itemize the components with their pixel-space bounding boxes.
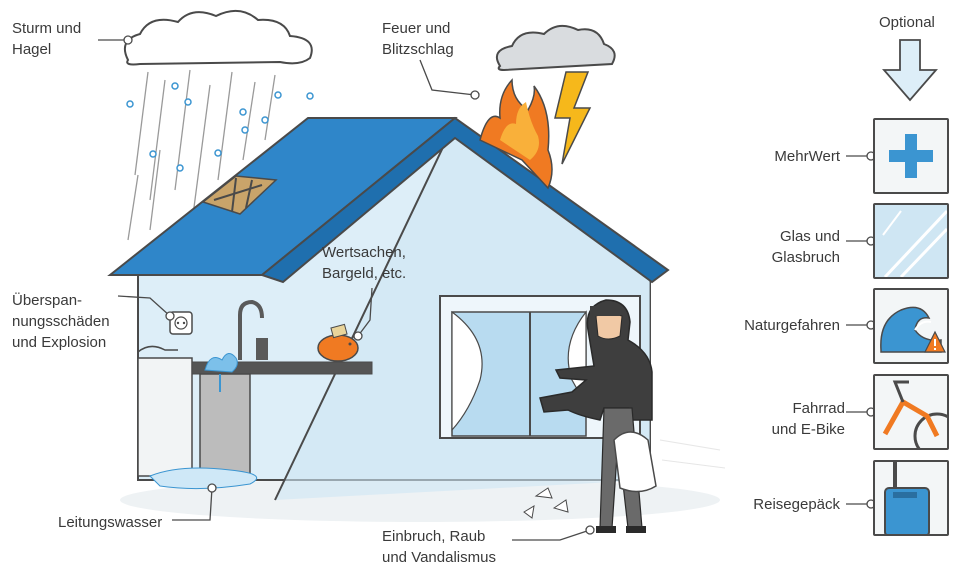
down-arrow-icon <box>882 39 938 102</box>
sink-cabinet <box>199 373 251 479</box>
natural-hazard-icon <box>880 306 946 353</box>
burglar-figure <box>539 299 657 533</box>
label-natural-hazards: Naturgefahren <box>744 317 840 334</box>
fire-icon <box>479 78 553 190</box>
tile-mehrwert <box>873 118 949 194</box>
tile-bicycle <box>873 374 949 450</box>
tile-glass <box>873 203 949 279</box>
label-valuables: Wertsachen,Bargeld, etc. <box>322 244 407 282</box>
roof-damage-icon <box>201 175 278 215</box>
hail-icon <box>126 82 314 172</box>
glass-icon <box>875 205 947 277</box>
label-tap-water: Leitungswasser <box>58 514 163 531</box>
bicycle-icon <box>882 380 947 448</box>
tile-luggage <box>873 460 949 536</box>
optional-title: Optional <box>879 14 935 31</box>
power-socket-icon <box>169 311 193 335</box>
thunder-cloud-icon <box>496 24 616 72</box>
storm-cloud-icon <box>124 9 313 66</box>
lightning-icon <box>554 71 592 165</box>
loot-bag-icon <box>613 431 657 493</box>
tile-natural-hazards <box>873 288 949 364</box>
luggage-icon <box>884 462 930 534</box>
label-mehrwert: MehrWert <box>774 148 840 165</box>
faucet-icon <box>238 299 264 360</box>
water-leak-icon <box>149 353 258 490</box>
broken-glass-icon <box>523 487 569 519</box>
label-luggage: Reisegepäck <box>753 496 840 513</box>
plus-icon <box>889 134 933 178</box>
piggy-bank-icon <box>317 323 359 362</box>
